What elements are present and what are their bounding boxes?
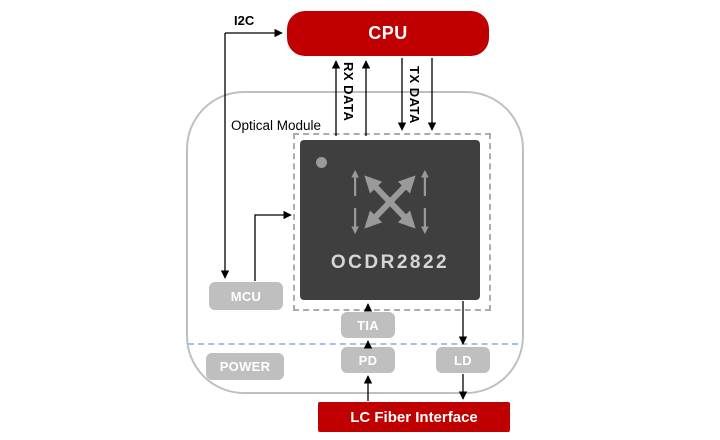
optical-module-outline <box>186 91 524 394</box>
chip-pin1-dot <box>316 157 327 168</box>
cpu-box: CPU <box>287 11 489 56</box>
mcu-box: MCU <box>209 282 283 310</box>
tx-data-label: TX DATA <box>407 66 422 124</box>
chip-logo-icon <box>351 169 429 235</box>
cpu-label: CPU <box>368 23 408 43</box>
chip-part-number: OCDR2822 <box>330 252 450 273</box>
lc-fiber-interface-box: LC Fiber Interface <box>318 402 510 432</box>
chip-pin-marks <box>293 133 491 311</box>
tia-label: TIA <box>357 317 379 333</box>
pd-box: PD <box>341 347 395 373</box>
tia-box: TIA <box>341 312 395 338</box>
ld-label: LD <box>454 352 472 368</box>
rx-data-label: RX DATA <box>341 62 356 122</box>
mcu-label: MCU <box>230 288 262 304</box>
module-boundary-dashed-line <box>188 343 518 345</box>
pd-label: PD <box>358 352 378 368</box>
i2c-label: I2C <box>234 13 255 28</box>
lc-fiber-interface-label: LC Fiber Interface <box>350 408 478 426</box>
optical-module-label: Optical Module <box>231 118 322 133</box>
ld-box: LD <box>436 347 490 373</box>
ocdr2822-chip <box>300 140 480 300</box>
power-label: POWER <box>219 359 271 374</box>
power-box: POWER <box>206 353 284 380</box>
